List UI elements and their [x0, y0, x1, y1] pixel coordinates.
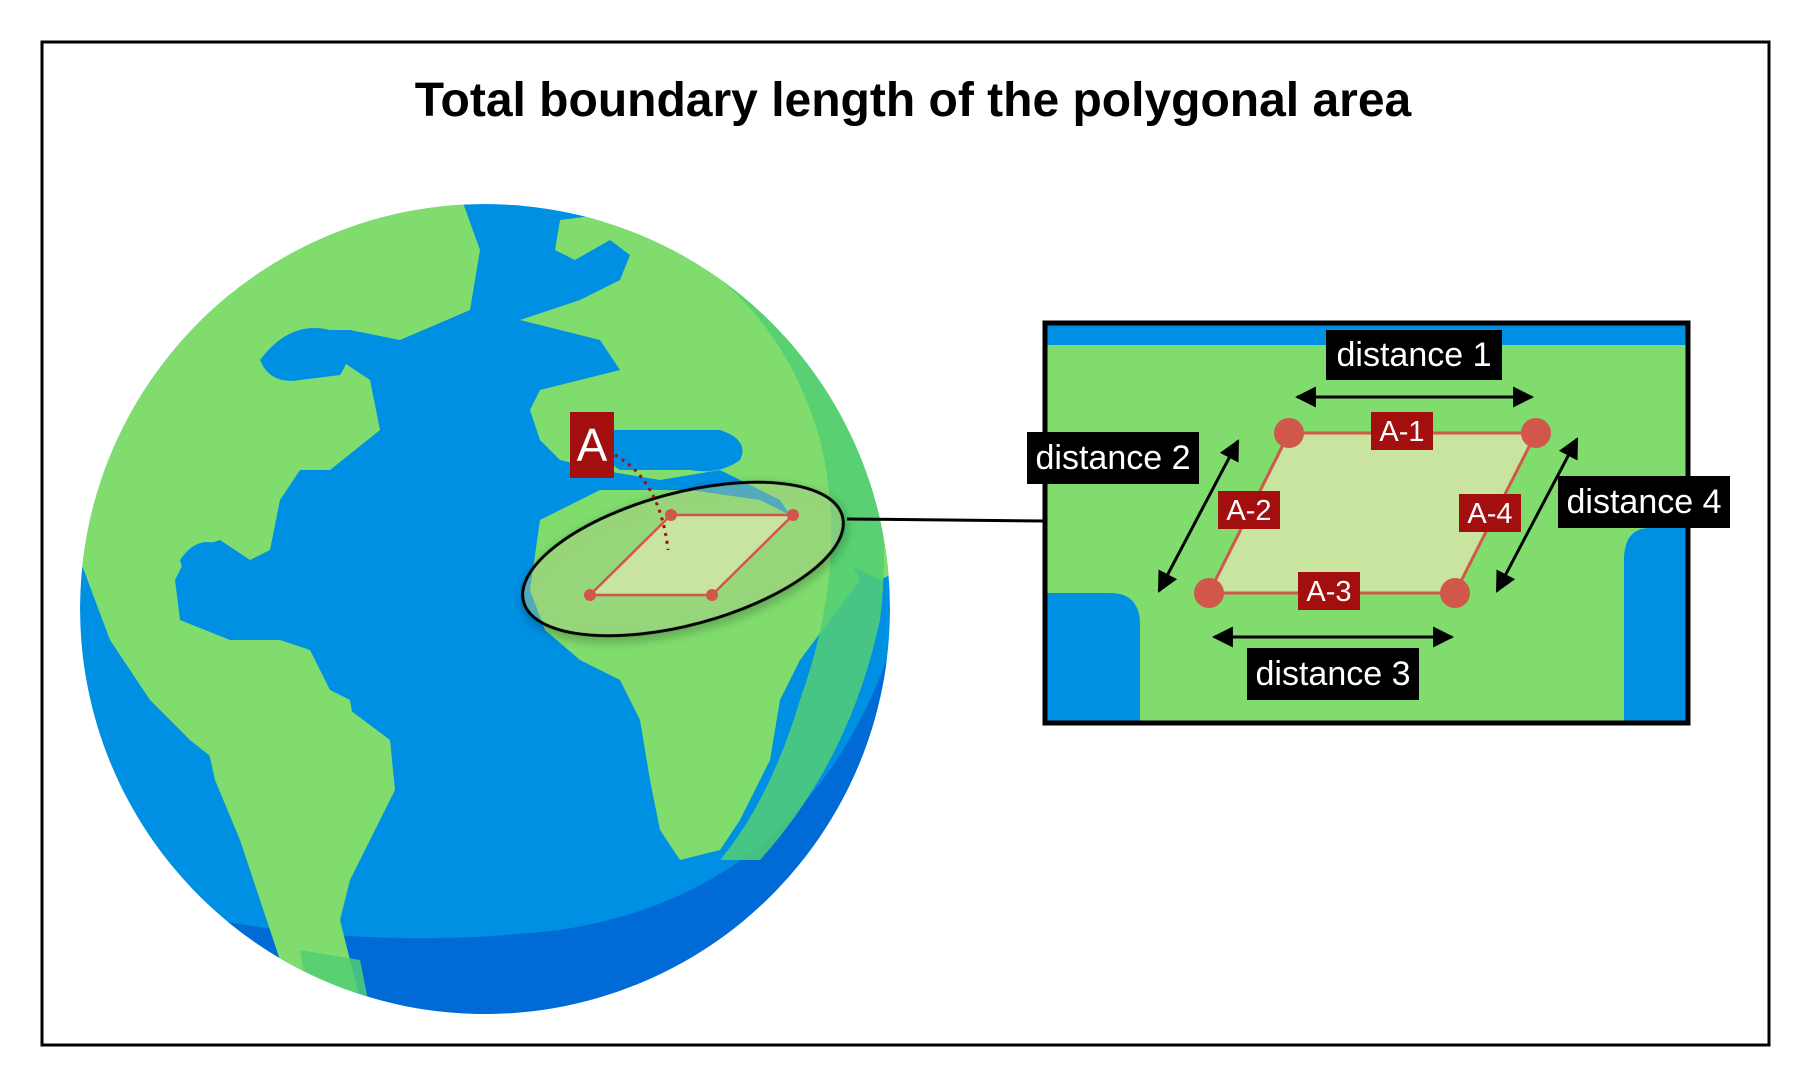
distance-2-box — [1027, 432, 1199, 484]
distance-1-box — [1326, 330, 1502, 380]
edge-label-a3-box — [1298, 572, 1360, 610]
edge-label-a2: A-2 — [1226, 495, 1271, 527]
distance-4-box — [1558, 476, 1730, 528]
diagram-title: Total boundary length of the polygonal a… — [415, 74, 1412, 127]
edge-label-a1: A-1 — [1379, 416, 1424, 448]
distance-3-box — [1247, 648, 1419, 700]
double-arrow-icon — [1495, 437, 1579, 593]
hudson-bay — [260, 328, 348, 381]
zoom-connector — [846, 517, 1046, 523]
area-label-box — [570, 412, 614, 478]
polygon-vertex — [706, 589, 718, 601]
edge-label-a3: A-3 — [1306, 576, 1351, 608]
area-label-leader — [614, 453, 670, 551]
land-shade — [660, 240, 884, 860]
inset-ocean-right — [1624, 528, 1688, 723]
distance-2-label: distance 2 — [1036, 439, 1191, 477]
south-america-land — [195, 660, 395, 1014]
distance-4-label: distance 4 — [1567, 483, 1722, 521]
edge-label-a1-box — [1371, 412, 1433, 450]
vertex-a4 — [1521, 418, 1551, 448]
edge-label-a4: A-4 — [1467, 498, 1512, 530]
vertex-a3 — [1440, 578, 1470, 608]
distance-1-label: distance 1 — [1337, 336, 1492, 374]
distance-3-label: distance 3 — [1256, 655, 1411, 693]
gulf-water — [180, 542, 236, 600]
area-label: A — [577, 419, 608, 471]
vertex-a1 — [1274, 418, 1304, 448]
vertex-a2 — [1194, 578, 1224, 608]
inset-ocean-left — [1045, 593, 1140, 723]
mediterranean-sea — [604, 430, 743, 472]
zoom-inset: A-1 A-2 A-3 A-4 distance 1 distance 2 di… — [1027, 320, 1730, 726]
polygon-vertex — [787, 509, 799, 521]
polygon-vertex — [584, 589, 596, 601]
polygon-vertex — [665, 509, 677, 521]
double-arrow-icon — [1157, 439, 1240, 593]
